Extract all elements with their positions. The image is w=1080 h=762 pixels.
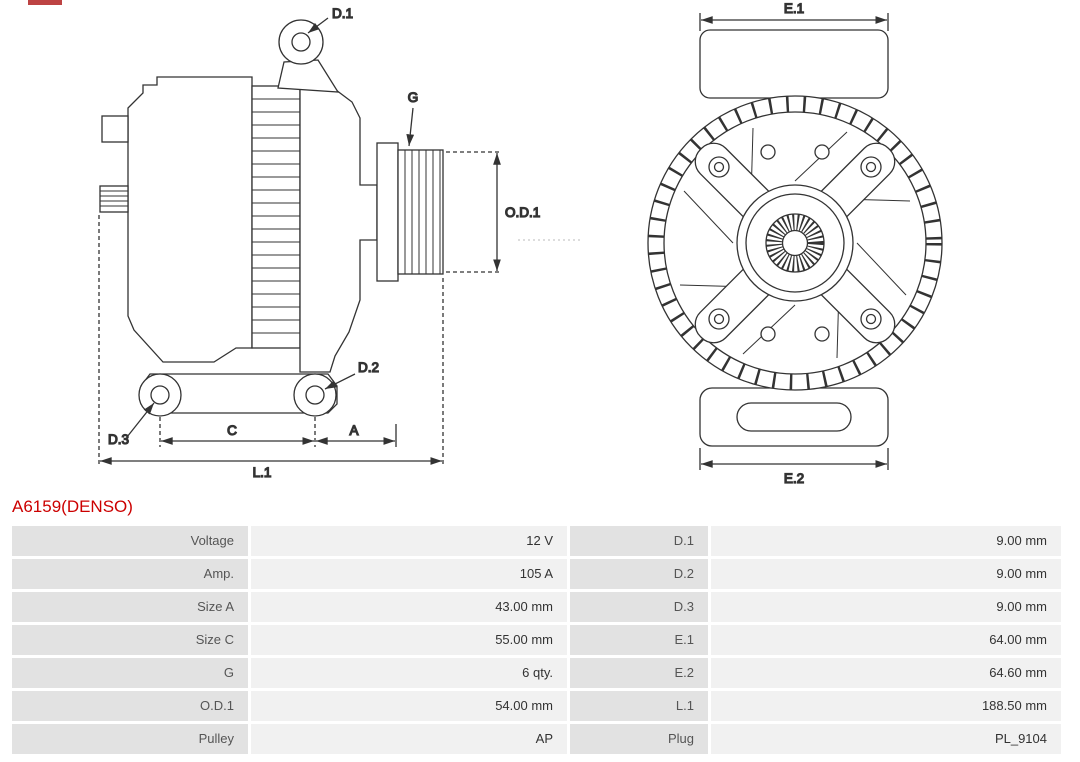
bottom-bracket-slot bbox=[736, 402, 852, 432]
rear-housing bbox=[127, 76, 253, 363]
spec-value: 43.00 mm bbox=[251, 592, 567, 622]
spec-value: 9.00 mm bbox=[711, 559, 1061, 589]
spec-label: D.2 bbox=[570, 559, 708, 589]
dim-label-a: A bbox=[349, 423, 358, 438]
spec-value: 55.00 mm bbox=[251, 625, 567, 655]
spec-label: E.1 bbox=[570, 625, 708, 655]
spec-table: Voltage 12 V D.1 9.00 mm Amp. 105 A D.2 … bbox=[12, 526, 1061, 754]
spec-label: Voltage bbox=[12, 526, 248, 556]
spec-label: Amp. bbox=[12, 559, 248, 589]
dim-label-od1: O.D.1 bbox=[505, 205, 540, 220]
dim-label-d1: D.1 bbox=[332, 6, 353, 21]
spec-value: 64.00 mm bbox=[711, 625, 1061, 655]
spec-value: 54.00 mm bbox=[251, 691, 567, 721]
spec-label: O.D.1 bbox=[12, 691, 248, 721]
bottom-left-hole bbox=[150, 385, 170, 405]
dim-label-c: C bbox=[227, 423, 237, 438]
spec-value: 9.00 mm bbox=[711, 526, 1061, 556]
stator-ribs bbox=[252, 98, 300, 334]
terminal-block bbox=[101, 115, 129, 143]
dim-label-d2: D.2 bbox=[358, 360, 379, 375]
part-title: A6159(DENSO) bbox=[12, 497, 133, 516]
small-bolts bbox=[760, 144, 830, 342]
top-mounting-hole bbox=[291, 32, 311, 52]
connector-hatching bbox=[100, 190, 128, 207]
body-teeth bbox=[648, 96, 942, 390]
pulley-ring bbox=[745, 193, 845, 293]
spec-value: AP bbox=[251, 724, 567, 754]
spec-label: D.1 bbox=[570, 526, 708, 556]
spec-label: D.3 bbox=[570, 592, 708, 622]
spec-label: Size A bbox=[12, 592, 248, 622]
front-housing bbox=[299, 85, 378, 373]
top-ear-neck bbox=[277, 59, 340, 93]
spec-label: L.1 bbox=[570, 691, 708, 721]
serration-outer bbox=[765, 213, 825, 273]
dim-label-e2: E.2 bbox=[784, 471, 804, 486]
spec-label: Pulley bbox=[12, 724, 248, 754]
spec-label: Size C bbox=[12, 625, 248, 655]
dim-label-g: G bbox=[408, 90, 419, 105]
shaft-serration bbox=[766, 214, 824, 272]
spec-value: 12 V bbox=[251, 526, 567, 556]
bottom-right-hole bbox=[305, 385, 325, 405]
pulley-grooves bbox=[404, 150, 441, 274]
arm-bolt-holes bbox=[708, 156, 882, 330]
body-inner-circle bbox=[663, 111, 927, 375]
screen-edge-artifact bbox=[28, 0, 62, 5]
dim-label-d3: D.3 bbox=[108, 432, 129, 447]
spec-label: E.2 bbox=[570, 658, 708, 688]
d3-leader bbox=[126, 402, 155, 438]
spec-value: 64.60 mm bbox=[711, 658, 1061, 688]
dim-label-e1: E.1 bbox=[784, 1, 804, 16]
spec-value: PL_9104 bbox=[711, 724, 1061, 754]
connector-block bbox=[99, 185, 129, 213]
d2-leader bbox=[324, 373, 356, 390]
spec-value: 6 qty. bbox=[251, 658, 567, 688]
side-view: D.1 G O.D.1 D.2 D.3 C A L.1 bbox=[98, 5, 580, 481]
alternator-technical-drawing: D.1 G O.D.1 D.2 D.3 C A L.1 bbox=[98, 0, 943, 487]
front-view: E.1 E.2 bbox=[647, 0, 943, 487]
spec-label: Plug bbox=[570, 724, 708, 754]
pulley-flange bbox=[376, 142, 399, 282]
spec-value: 188.50 mm bbox=[711, 691, 1061, 721]
g-leader bbox=[406, 107, 415, 147]
spec-value: 9.00 mm bbox=[711, 592, 1061, 622]
shaft-hole bbox=[781, 229, 809, 257]
d1-leader bbox=[307, 17, 329, 34]
spec-label: G bbox=[12, 658, 248, 688]
spec-value: 105 A bbox=[251, 559, 567, 589]
dim-label-l1: L.1 bbox=[253, 465, 272, 480]
top-bracket bbox=[699, 29, 889, 99]
